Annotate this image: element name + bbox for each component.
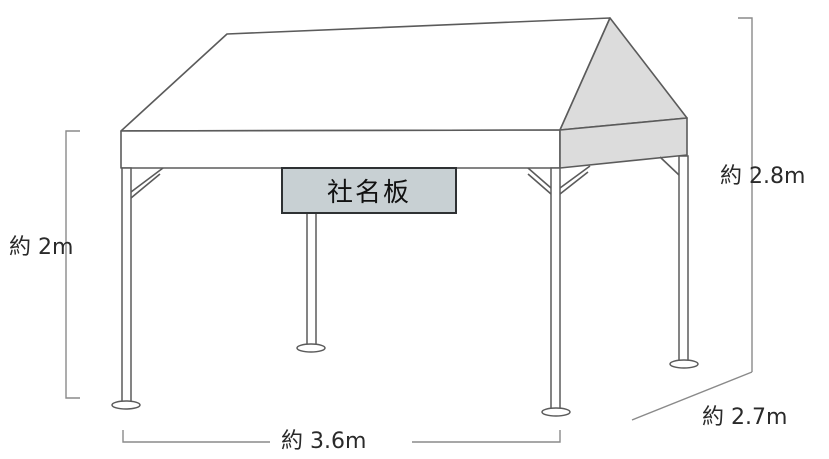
roof-slope [120, 17, 611, 132]
back-right-pole [669, 155, 699, 369]
front-right-pole [527, 165, 591, 417]
dim-line-width-right [412, 430, 561, 443]
front-left-pole [111, 167, 164, 410]
back-left-pole [296, 199, 326, 353]
label-height-front: 約 2m [9, 235, 74, 260]
dim-line-height-front [65, 130, 80, 399]
dim-line-width [122, 430, 270, 443]
front-valance [120, 129, 561, 169]
label-height-total: 約 2.8m [720, 164, 806, 189]
dim-line-depth [631, 371, 753, 421]
dim-line-height-total [738, 17, 753, 372]
side-valance [559, 117, 688, 169]
back-right-braces [659, 156, 680, 176]
label-depth: 約 2.7m [702, 405, 788, 430]
label-width: 約 3.6m [281, 429, 367, 454]
company-name-sign: 社名板 [281, 167, 457, 214]
